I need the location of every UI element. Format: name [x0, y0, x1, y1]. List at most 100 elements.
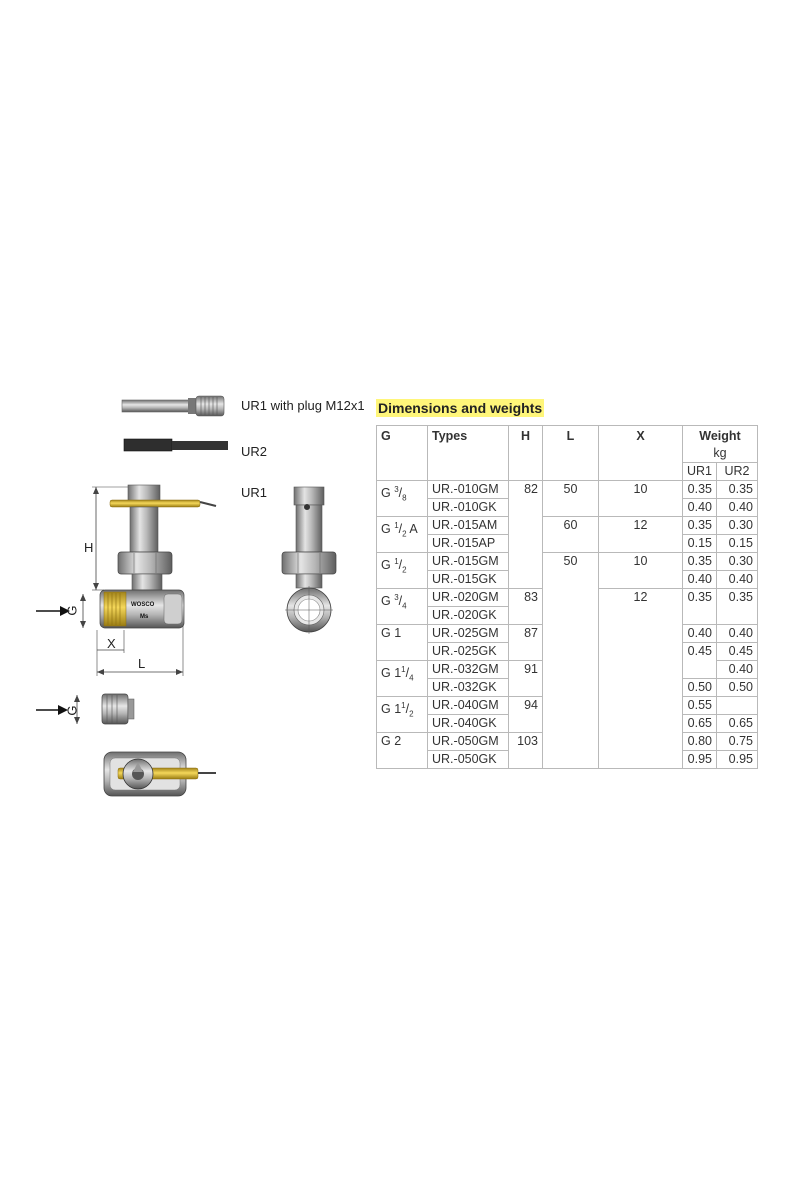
cell-x: 10	[598, 552, 683, 571]
valve-top-view	[103, 751, 216, 797]
cell-l: 60	[542, 516, 599, 535]
cell-w1: 0.65	[681, 714, 718, 733]
dimension-label-g2: G	[64, 705, 80, 716]
cell-g: G 11/2	[376, 696, 428, 733]
cell-w1: 0.40	[681, 624, 718, 643]
cell-w2: 0.95	[716, 750, 759, 769]
cell-type: UR.-010GK	[427, 498, 509, 517]
cell-w1: 0.80	[681, 732, 718, 751]
fitting-detail	[36, 693, 135, 725]
cell-type: UR.-020GK	[427, 606, 509, 625]
cell-w2: 0.50	[716, 678, 759, 697]
cell-type: UR.-010GM	[427, 480, 509, 499]
cell-x: 12	[598, 588, 683, 607]
table-row: G 1 UR.-025GM 87 0.40 0.40	[376, 624, 759, 661]
cell-type: UR.-020GM	[427, 588, 509, 607]
cell-h: 87	[508, 624, 543, 643]
cell-g: G 1	[376, 624, 428, 661]
dimension-label-h: H	[84, 540, 94, 555]
cell-type: UR.-015GM	[427, 552, 509, 571]
cell-type: UR.-050GM	[427, 732, 509, 751]
cell-h: 83	[508, 588, 543, 607]
header-h: H	[508, 425, 543, 481]
cell-g: G 2	[376, 732, 428, 769]
cell-type: UR.-032GK	[427, 678, 509, 697]
table-row: UR.-050GK 0.95 0.95	[377, 750, 759, 769]
table-row: UR.-015AP 0.15 0.15	[377, 534, 759, 553]
cell-type: UR.-015GK	[427, 570, 509, 589]
cell-w2: 0.45	[716, 642, 759, 661]
cell-l: 50	[542, 480, 599, 499]
header-weight-title: Weight	[699, 429, 741, 443]
cell-w2	[716, 606, 759, 625]
valve-front-view	[281, 486, 337, 634]
cell-w1: 0.35	[681, 588, 718, 607]
cell-h: 103	[508, 732, 543, 751]
cell-w2: 0.30	[716, 516, 759, 535]
table-row: G 11/4 UR.-032GM 91 0.40	[376, 660, 759, 697]
cell-w2: 0.40	[716, 498, 759, 517]
cell-type: UR.-015AP	[427, 534, 509, 553]
cell-type: UR.-040GK	[427, 714, 509, 733]
material-stamp: Ms	[140, 614, 149, 620]
header-l: L	[542, 425, 599, 481]
brand-stamp: WOSCO	[131, 602, 155, 608]
table-row: G 2 UR.-050GM 103 0.80 0.75	[376, 732, 759, 769]
cell-x: 10	[598, 480, 683, 499]
cell-g: G 1/2 A	[376, 516, 428, 553]
cell-w2: 0.40	[716, 570, 759, 589]
cell-w2: 0.75	[716, 732, 759, 751]
cell-type: UR.-025GK	[427, 642, 509, 661]
cell-w1	[681, 606, 718, 625]
dimension-label-l: L	[138, 656, 146, 671]
cell-w1: 0.95	[681, 750, 718, 769]
cell-w1: 0.40	[681, 570, 718, 589]
table-row: UR.-020GK	[377, 606, 759, 625]
cell-g: G 3/4	[376, 588, 428, 625]
header-ur2: UR2	[716, 462, 759, 481]
cell-w2	[716, 696, 759, 715]
table-row: UR.-025GK 0.45 0.45	[377, 642, 759, 661]
cell-l: 50	[542, 552, 599, 571]
cell-w1: 0.55	[681, 696, 718, 715]
table-row: G 3/4 UR.-020GM 83 12 0.35 0.35	[376, 588, 759, 625]
cell-type: UR.-025GM	[427, 624, 509, 643]
cell-x: 12	[598, 516, 683, 535]
cell-type: UR.-040GM	[427, 696, 509, 715]
table-row: UR.-015GK 0.40 0.40	[377, 570, 759, 589]
section-heading: Dimensions and weights	[376, 399, 545, 417]
cell-w2: 0.35	[716, 480, 759, 499]
cell-w1	[681, 660, 718, 679]
header-types: Types	[427, 425, 509, 481]
cell-w2: 0.40	[716, 624, 759, 643]
cell-h: 94	[508, 696, 543, 715]
cell-w1: 0.35	[681, 552, 718, 571]
cell-g: G 11/4	[376, 660, 428, 697]
cell-w2: 0.15	[716, 534, 759, 553]
cell-w2: 0.35	[716, 588, 759, 607]
dimension-label-g: G	[64, 605, 80, 616]
cell-type: UR.-032GM	[427, 660, 509, 679]
table-row: G 1/2 A UR.-015AM 60 12 0.35 0.30	[376, 516, 759, 553]
header-g: G	[376, 425, 428, 481]
cell-type: UR.-050GK	[427, 750, 509, 769]
header-weight-unit: kg	[713, 446, 727, 460]
header-x: X	[598, 425, 683, 481]
table-row: UR.-040GK 0.65 0.65	[377, 714, 759, 733]
ur2-probe	[123, 438, 228, 452]
valve-side-view	[36, 484, 217, 676]
cell-w1: 0.40	[681, 498, 718, 517]
cell-h: 91	[508, 660, 543, 679]
table-row: G 11/2 UR.-040GM 94 0.55	[376, 696, 759, 733]
cell-w1: 0.35	[681, 480, 718, 499]
table-row: G 1/2 UR.-015GM 50 10 0.35 0.30	[376, 552, 759, 589]
table-row: UR.-032GK 0.50 0.50	[377, 678, 759, 697]
dimension-label-x: X	[107, 636, 116, 651]
cell-type: UR.-015AM	[427, 516, 509, 535]
legend-ur2: UR2	[241, 444, 268, 459]
cell-g: G 1/2	[376, 552, 428, 589]
cell-w1: 0.50	[681, 678, 718, 697]
cell-h: 82	[508, 480, 543, 499]
cell-w2: 0.30	[716, 552, 759, 571]
table-row: UR.-010GK 0.40 0.40	[377, 498, 759, 517]
